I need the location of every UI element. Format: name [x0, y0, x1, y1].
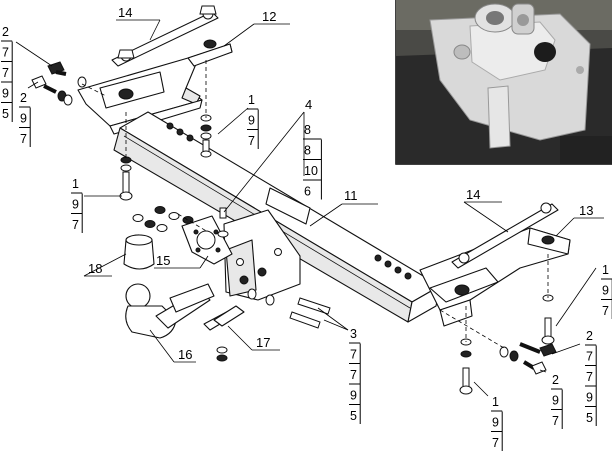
- stack-number: 3: [350, 327, 357, 341]
- stack-center-4: 8 8 10 6: [303, 123, 322, 200]
- stack-number: 7: [492, 436, 499, 450]
- mounting-strip-14-top: [111, 5, 219, 67]
- stack-number: 1: [248, 93, 255, 107]
- stack-bottom: 1 9 7: [491, 395, 503, 451]
- stack-number: 5: [350, 409, 357, 423]
- hardware-left-bolt: [119, 156, 133, 201]
- callout-12: 12: [262, 9, 276, 24]
- callout-14-right: 14: [466, 187, 480, 202]
- stack-number: 9: [20, 112, 27, 126]
- tow-ball-16: [125, 283, 215, 339]
- stack-left-mid: 2 9 7: [19, 91, 31, 147]
- stack-number: 9: [72, 198, 79, 212]
- stack-number: 2: [586, 329, 593, 343]
- tow-ball-cap-18: [123, 234, 155, 270]
- stack-left-top: 2 7 7 9 5: [1, 25, 13, 122]
- stack-number: 1: [72, 177, 79, 191]
- callout-13: 13: [579, 203, 593, 218]
- stack-number: 9: [2, 87, 9, 101]
- stack-number: 7: [586, 370, 593, 384]
- stack-number: 1: [602, 263, 609, 277]
- hardware-center-bolt: [200, 114, 212, 158]
- stack-number: 2: [20, 91, 27, 105]
- stack-number: 1: [492, 395, 499, 409]
- callout-4: 4: [305, 97, 312, 112]
- callout-18: 18: [88, 261, 102, 276]
- stack-number: 9: [492, 416, 499, 430]
- leader-lines: [15, 19, 604, 397]
- mounting-strip-14-right: [451, 202, 559, 269]
- stack-number: 9: [552, 394, 559, 408]
- stack-number: 9: [350, 389, 357, 403]
- hardware-top-left: [31, 61, 87, 106]
- stack-number: 7: [552, 414, 559, 428]
- stack-right-low: 2 9 7: [551, 373, 563, 429]
- stack-number: 8: [304, 123, 311, 137]
- hook-mount-plate: [223, 187, 311, 301]
- stack-number: 7: [602, 304, 609, 318]
- stack-number: 8: [304, 144, 311, 158]
- stack-number: 9: [248, 114, 255, 128]
- callout-16: 16: [178, 347, 192, 362]
- stack-number: 7: [2, 66, 9, 80]
- stack-number: 5: [2, 107, 9, 121]
- installation-photo: [395, 0, 612, 165]
- stack-number: 7: [350, 368, 357, 382]
- stack-number: 7: [72, 218, 79, 232]
- stack-number: 7: [350, 348, 357, 362]
- stack-number: 2: [552, 373, 559, 387]
- hardware-center-bottom: [216, 288, 331, 362]
- stack-left-lower: 1 9 7: [71, 177, 83, 233]
- stack-center-top: 1 9 7: [247, 93, 259, 149]
- stack-number: 2: [2, 25, 9, 39]
- callout-15: 15: [156, 253, 170, 268]
- hardware-socket-nuts: [132, 206, 229, 238]
- hardware-right-bolts: [459, 294, 557, 395]
- stack-number: 9: [602, 284, 609, 298]
- stack-number: 7: [2, 46, 9, 60]
- stack-right-top: 1 9 7: [601, 263, 612, 319]
- stack-right-mid: 2 7 7 9 5: [585, 329, 597, 426]
- clip-17: [203, 305, 245, 331]
- bar-bolts: [166, 122, 412, 280]
- callout-17: 17: [256, 335, 270, 350]
- stack-number: 10: [304, 164, 318, 178]
- stack-center-bottom: 3 7 7 9 5: [349, 327, 361, 424]
- stack-number: 9: [586, 391, 593, 405]
- callout-11: 11: [344, 188, 358, 203]
- stack-number: 7: [586, 350, 593, 364]
- stack-number: 5: [586, 411, 593, 425]
- stack-number: 7: [20, 132, 27, 146]
- alignment-lines: [81, 60, 549, 349]
- stack-number: 6: [304, 185, 311, 199]
- bracket-13: [419, 227, 571, 327]
- stack-number: 7: [248, 134, 255, 148]
- callout-14-top: 14: [118, 5, 132, 20]
- socket-plate-15: [181, 215, 233, 265]
